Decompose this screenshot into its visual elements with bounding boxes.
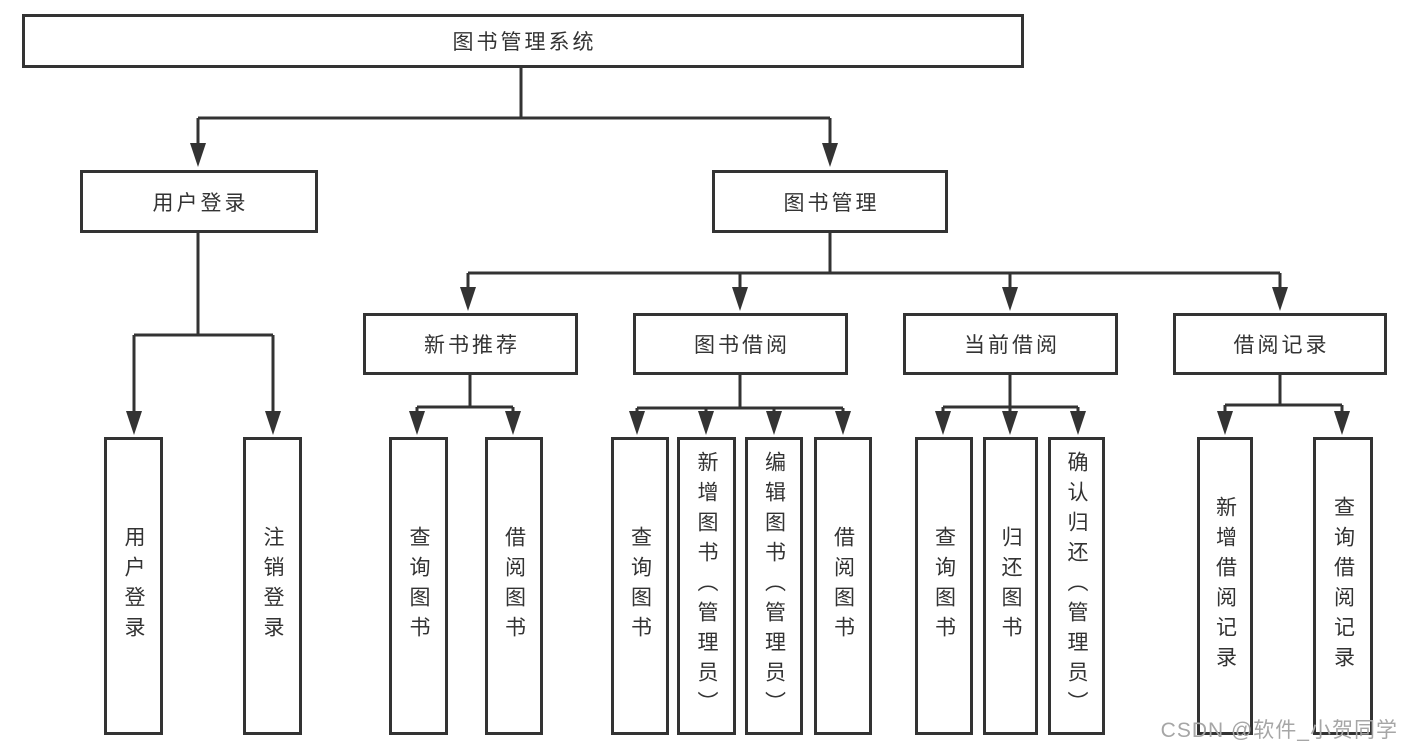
node-user-login-label: 用户登录 [152,191,249,215]
csdn-watermark: CSDN @软件_小贺同学 [1160,719,1398,742]
node-book-management-label: 图书管理 [783,191,880,215]
node-current-borrow-label: 当前借阅 [964,334,1060,357]
node-root-label: 图书管理系统 [452,31,597,54]
leaf-user-login-label: 用户登录 [122,526,146,646]
leaf-add-book-admin-label: 新增图书（管理员） [695,451,719,721]
leaf-borrow-books-2: 借阅图书 [814,437,872,735]
leaf-confirm-return-admin: 确认归还（管理员） [1048,437,1105,735]
leaf-edit-book-admin-label: 编辑图书（管理员） [762,451,786,721]
leaf-add-book-admin: 新增图书（管理员） [677,437,736,735]
leaf-confirm-return-admin-label: 确认归还（管理员） [1065,451,1089,721]
node-root: 图书管理系统 [22,14,1024,68]
leaf-logout: 注销登录 [243,437,302,735]
leaf-query-books-2-label: 查询图书 [628,526,652,646]
node-new-book-recommend: 新书推荐 [363,313,578,375]
leaf-borrow-books-2-label: 借阅图书 [831,526,855,646]
leaf-query-books-1-label: 查询图书 [407,526,431,646]
leaf-query-books-1: 查询图书 [389,437,448,735]
node-borrow-records-label: 借阅记录 [1233,334,1330,357]
leaf-logout-label: 注销登录 [261,526,285,646]
node-current-borrow: 当前借阅 [903,313,1118,375]
leaf-edit-book-admin: 编辑图书（管理员） [745,437,803,735]
leaf-query-borrow-record: 查询借阅记录 [1313,437,1373,735]
leaf-borrow-books-1-label: 借阅图书 [502,526,526,646]
arrowheads [126,143,1350,435]
leaf-query-books-3-label: 查询图书 [932,526,956,646]
node-book-borrow-label: 图书借阅 [694,334,790,357]
leaf-add-borrow-record-label: 新增借阅记录 [1213,496,1237,676]
leaf-add-borrow-record: 新增借阅记录 [1197,437,1253,735]
leaf-query-borrow-record-label: 查询借阅记录 [1331,496,1355,676]
leaf-return-books: 归还图书 [983,437,1038,735]
node-book-management: 图书管理 [712,170,948,233]
leaf-query-books-3: 查询图书 [915,437,973,735]
node-user-login: 用户登录 [80,170,318,233]
node-borrow-records: 借阅记录 [1173,313,1387,375]
node-book-borrow: 图书借阅 [633,313,848,375]
leaf-user-login: 用户登录 [104,437,163,735]
leaf-query-books-2: 查询图书 [611,437,669,735]
leaf-borrow-books-1: 借阅图书 [485,437,543,735]
node-new-book-recommend-label: 新书推荐 [424,334,520,357]
leaf-return-books-label: 归还图书 [999,526,1023,646]
